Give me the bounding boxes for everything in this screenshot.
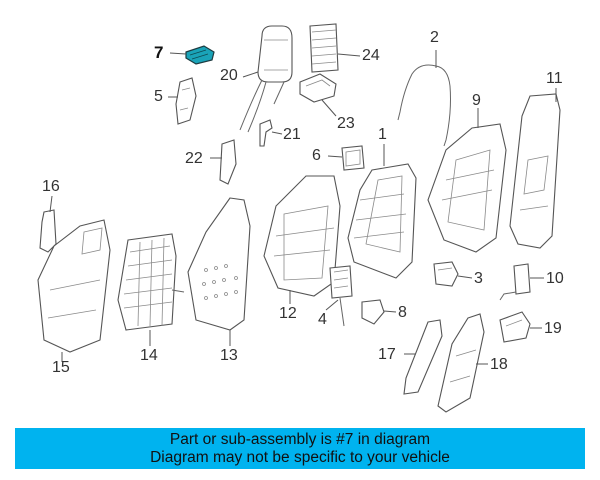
callout-18[interactable]: 18 xyxy=(490,356,508,373)
part-2-wire-frame[interactable] xyxy=(397,50,451,147)
part-10[interactable] xyxy=(499,263,544,301)
callout-8[interactable]: 8 xyxy=(398,304,407,321)
part-16[interactable] xyxy=(39,195,57,253)
callout-6[interactable]: 6 xyxy=(312,147,321,164)
callout-3[interactable]: 3 xyxy=(474,270,483,287)
part-8[interactable] xyxy=(361,299,397,325)
callout-19[interactable]: 19 xyxy=(544,320,562,337)
callout-7[interactable]: 7 xyxy=(154,43,164,62)
part-20-headrest[interactable] xyxy=(239,25,293,133)
callout-21[interactable]: 21 xyxy=(283,126,301,143)
callout-13[interactable]: 13 xyxy=(220,347,238,364)
callout-10[interactable]: 10 xyxy=(546,270,564,287)
callout-14[interactable]: 14 xyxy=(140,347,158,364)
part-12-cushion-pan[interactable] xyxy=(263,175,341,304)
callout-17[interactable]: 17 xyxy=(378,346,396,363)
callout-22[interactable]: 22 xyxy=(185,150,203,167)
part-9-back-panel[interactable] xyxy=(427,108,507,253)
callout-24[interactable]: 24 xyxy=(362,47,380,64)
part-24[interactable] xyxy=(309,23,361,73)
info-banner: Part or sub-assembly is #7 in diagram Di… xyxy=(15,428,585,469)
callout-11[interactable]: 11 xyxy=(546,70,563,87)
part-7-highlighted[interactable] xyxy=(169,45,215,65)
callout-12[interactable]: 12 xyxy=(279,305,297,322)
part-5[interactable] xyxy=(168,77,197,125)
callout-5[interactable]: 5 xyxy=(154,88,163,105)
callout-2[interactable]: 2 xyxy=(430,29,439,46)
part-11-rear-cover[interactable] xyxy=(509,88,561,249)
part-15-backrest-cover[interactable] xyxy=(37,219,111,362)
callout-9[interactable]: 9 xyxy=(472,92,481,109)
callout-20[interactable]: 20 xyxy=(220,67,238,84)
callout-16[interactable]: 16 xyxy=(42,178,60,195)
part-21[interactable] xyxy=(259,119,283,147)
callout-23[interactable]: 23 xyxy=(337,115,355,132)
banner-line-part-info: Part or sub-assembly is #7 in diagram xyxy=(169,431,431,448)
banner-line-disclaimer: Diagram may not be specific to your vehi… xyxy=(150,449,450,466)
part-18[interactable] xyxy=(437,313,488,413)
part-1-seat-frame[interactable] xyxy=(347,144,417,279)
part-4[interactable] xyxy=(325,265,353,327)
callout-15[interactable]: 15 xyxy=(52,359,70,376)
part-13-back-foam[interactable] xyxy=(187,197,251,346)
part-17[interactable] xyxy=(403,319,443,395)
callout-4[interactable]: 4 xyxy=(318,311,327,328)
part-14-spring-mat[interactable] xyxy=(117,233,185,346)
part-3[interactable] xyxy=(433,261,473,287)
part-19[interactable] xyxy=(499,311,542,343)
part-23[interactable] xyxy=(299,73,337,117)
seat-parts-diagram xyxy=(37,23,561,413)
part-22[interactable] xyxy=(210,139,237,185)
callout-1[interactable]: 1 xyxy=(378,126,387,143)
part-6[interactable] xyxy=(327,145,365,171)
